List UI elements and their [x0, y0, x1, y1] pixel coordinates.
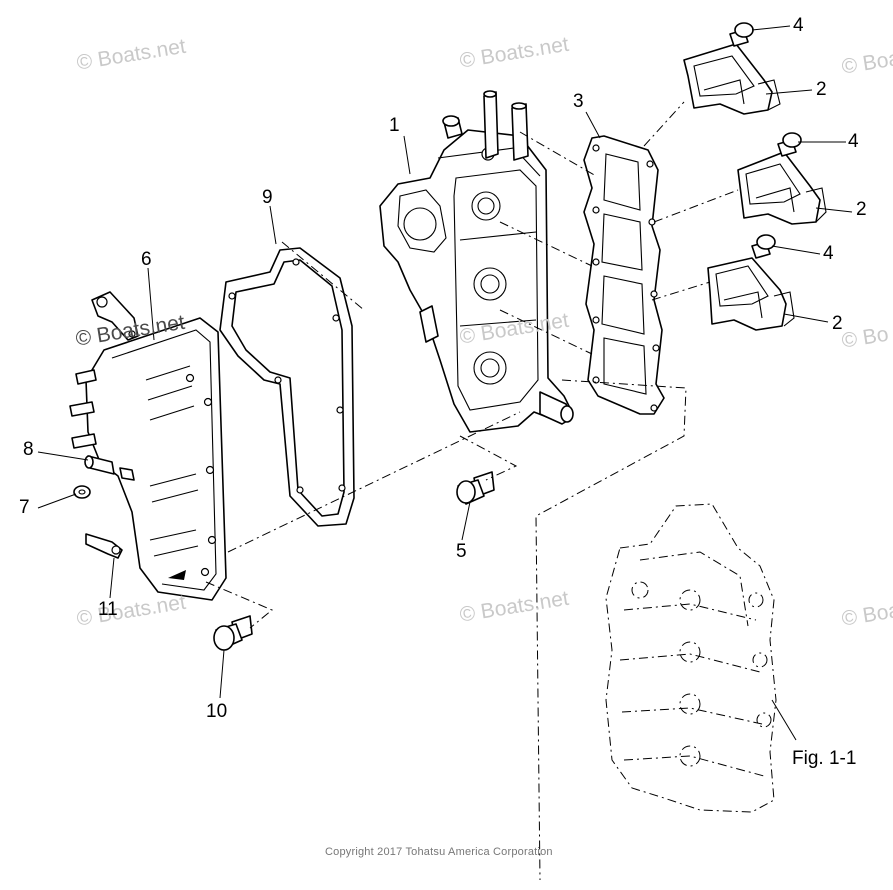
copyright-notice: Copyright 2017 Tohatsu America Corporati… [325, 846, 553, 858]
callout-2: 2 [856, 199, 867, 220]
callout-10: 10 [206, 701, 228, 722]
cover-gasket [219, 247, 355, 527]
callout-6: 6 [141, 249, 152, 270]
callout-2: 2 [832, 313, 843, 334]
reed-valve-lower [707, 257, 795, 331]
callout-1: 1 [389, 115, 400, 136]
callout-9: 9 [262, 187, 273, 208]
callout-7: 7 [19, 497, 30, 518]
reed-bolt-upper [729, 22, 754, 47]
figure-reference-label: Fig. 1-1 [792, 748, 857, 769]
drain-bolt-10 [213, 615, 253, 651]
exhaust-cover [69, 291, 227, 601]
crankcase-reference [605, 503, 777, 813]
leader-lines [37, 25, 853, 741]
reed-bolt-lower [751, 234, 776, 259]
callout-8: 8 [23, 439, 34, 460]
cylinder-head [379, 90, 574, 433]
reed-bolt-middle [777, 132, 802, 157]
reed-valve-upper [683, 43, 781, 115]
callout-3: 3 [573, 91, 584, 112]
plug-bolt-5 [456, 471, 495, 505]
reed-valve-middle [737, 151, 827, 225]
callout-4: 4 [848, 131, 859, 152]
callout-5: 5 [456, 541, 467, 562]
callout-4: 4 [793, 15, 804, 36]
anode-clip-11 [85, 533, 123, 559]
dowel-pin-8 [84, 455, 115, 475]
assembly-lines [205, 101, 739, 881]
callout-11: 11 [98, 599, 118, 620]
callout-2: 2 [816, 79, 827, 100]
callout-4: 4 [823, 243, 834, 264]
grommet-7 [73, 485, 91, 499]
intake-gasket [583, 135, 665, 415]
